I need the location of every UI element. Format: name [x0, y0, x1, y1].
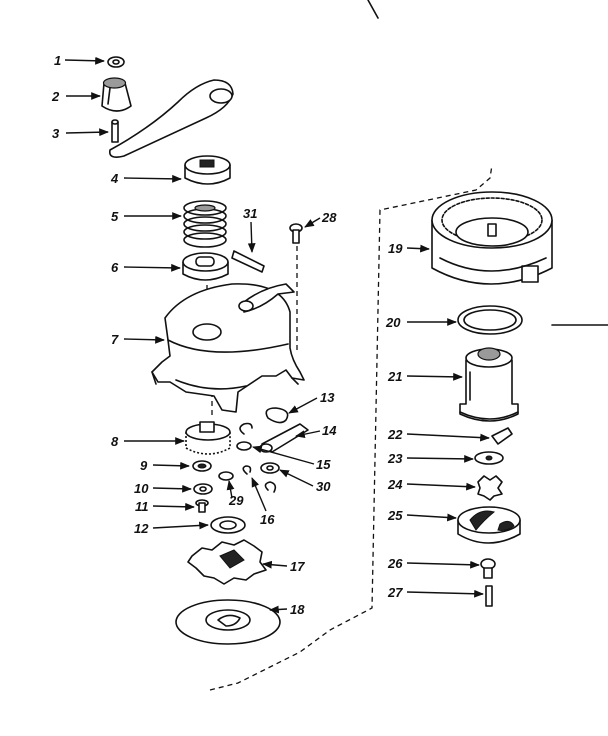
part-29-washer [218, 471, 234, 481]
callout-17: 17 [290, 559, 305, 574]
leader-9 [152, 461, 190, 470]
leader-23 [406, 454, 474, 463]
part-5-spring [183, 200, 227, 248]
callout-23: 23 [387, 451, 403, 466]
callout-1: 1 [54, 53, 61, 68]
callout-22: 22 [387, 427, 403, 442]
leader-6 [123, 263, 181, 272]
callout-24: 24 [387, 477, 403, 492]
leader-22 [406, 433, 490, 442]
part-4-hub [184, 155, 231, 185]
callout-31: 31 [243, 206, 257, 221]
part-23-washer [474, 451, 504, 465]
leader-7 [123, 335, 165, 344]
leader-31 [247, 221, 256, 253]
leader-16 [251, 477, 267, 512]
leader-11 [152, 502, 195, 511]
part-28-screw [289, 223, 303, 244]
callout-15: 15 [316, 457, 331, 472]
part-1-nut [107, 56, 125, 68]
part-14-lever [259, 423, 309, 453]
leader-1 [64, 56, 105, 65]
leader-28 [304, 217, 321, 228]
callout-27: 27 [387, 585, 403, 600]
part-3-crank-arm [108, 79, 234, 158]
part-27-pin [485, 585, 493, 607]
leader-4 [123, 174, 182, 183]
leader-18 [269, 605, 288, 614]
part-31-pin [231, 250, 265, 273]
part-8-gear [185, 421, 231, 455]
group-boundary [209, 164, 493, 691]
leader-14 [295, 430, 321, 439]
part-small-clip [239, 422, 253, 435]
part-15-washer [236, 441, 252, 451]
callout-12: 12 [134, 521, 149, 536]
leader-21 [406, 372, 463, 381]
leader-29 [226, 480, 235, 499]
part-2-knob [101, 77, 132, 112]
leader-19 [406, 244, 430, 253]
callout-3: 3 [52, 126, 60, 141]
callout-10: 10 [134, 481, 149, 496]
part-16-clip [242, 465, 252, 475]
callout-16: 16 [260, 512, 275, 527]
callout-11: 11 [135, 499, 149, 514]
part-22-key [491, 427, 513, 445]
part-11-screw [195, 499, 209, 513]
callout-20: 20 [385, 315, 401, 330]
part-21-motor [459, 347, 519, 422]
stray-mark [367, 0, 379, 19]
leader-3 [65, 128, 109, 137]
leader-13 [288, 397, 318, 414]
callout-13: 13 [320, 390, 335, 405]
leader-17 [262, 560, 288, 569]
part-7-housing [151, 283, 305, 413]
callout-5: 5 [111, 209, 119, 224]
callout-30: 30 [316, 479, 331, 494]
leader-30 [279, 469, 314, 487]
leader-24 [406, 482, 476, 491]
leader-26 [406, 560, 480, 569]
callout-2: 2 [51, 89, 60, 104]
leader-10 [152, 484, 192, 493]
part-26-screw [480, 558, 496, 579]
callout-8: 8 [111, 434, 119, 449]
part-20-o-ring [457, 305, 523, 335]
leader-15 [252, 445, 315, 465]
callout-4: 4 [110, 171, 119, 186]
callout-26: 26 [387, 556, 403, 571]
part-18-base-plate [175, 599, 281, 645]
callout-21: 21 [387, 369, 402, 384]
part-19-ring-gear [431, 191, 553, 285]
callout-6: 6 [111, 260, 119, 275]
part-13-clip [265, 407, 289, 424]
callout-9: 9 [140, 458, 148, 473]
callout-19: 19 [388, 241, 403, 256]
callout-18: 18 [290, 602, 305, 617]
callout-25: 25 [387, 508, 403, 523]
leader-12 [152, 521, 209, 530]
part-30-washer [260, 462, 280, 474]
part-24-star-nut [477, 475, 503, 501]
callout-7: 7 [111, 332, 119, 347]
callout-29: 29 [228, 493, 244, 508]
leader-27 [406, 589, 484, 598]
leader-25 [406, 513, 457, 522]
part-25-impeller [457, 506, 521, 544]
part-10-washer [193, 483, 213, 495]
callout-14: 14 [322, 423, 337, 438]
part-6-cap [182, 252, 229, 281]
part-12-disc [210, 516, 246, 534]
callout-28: 28 [321, 210, 337, 225]
